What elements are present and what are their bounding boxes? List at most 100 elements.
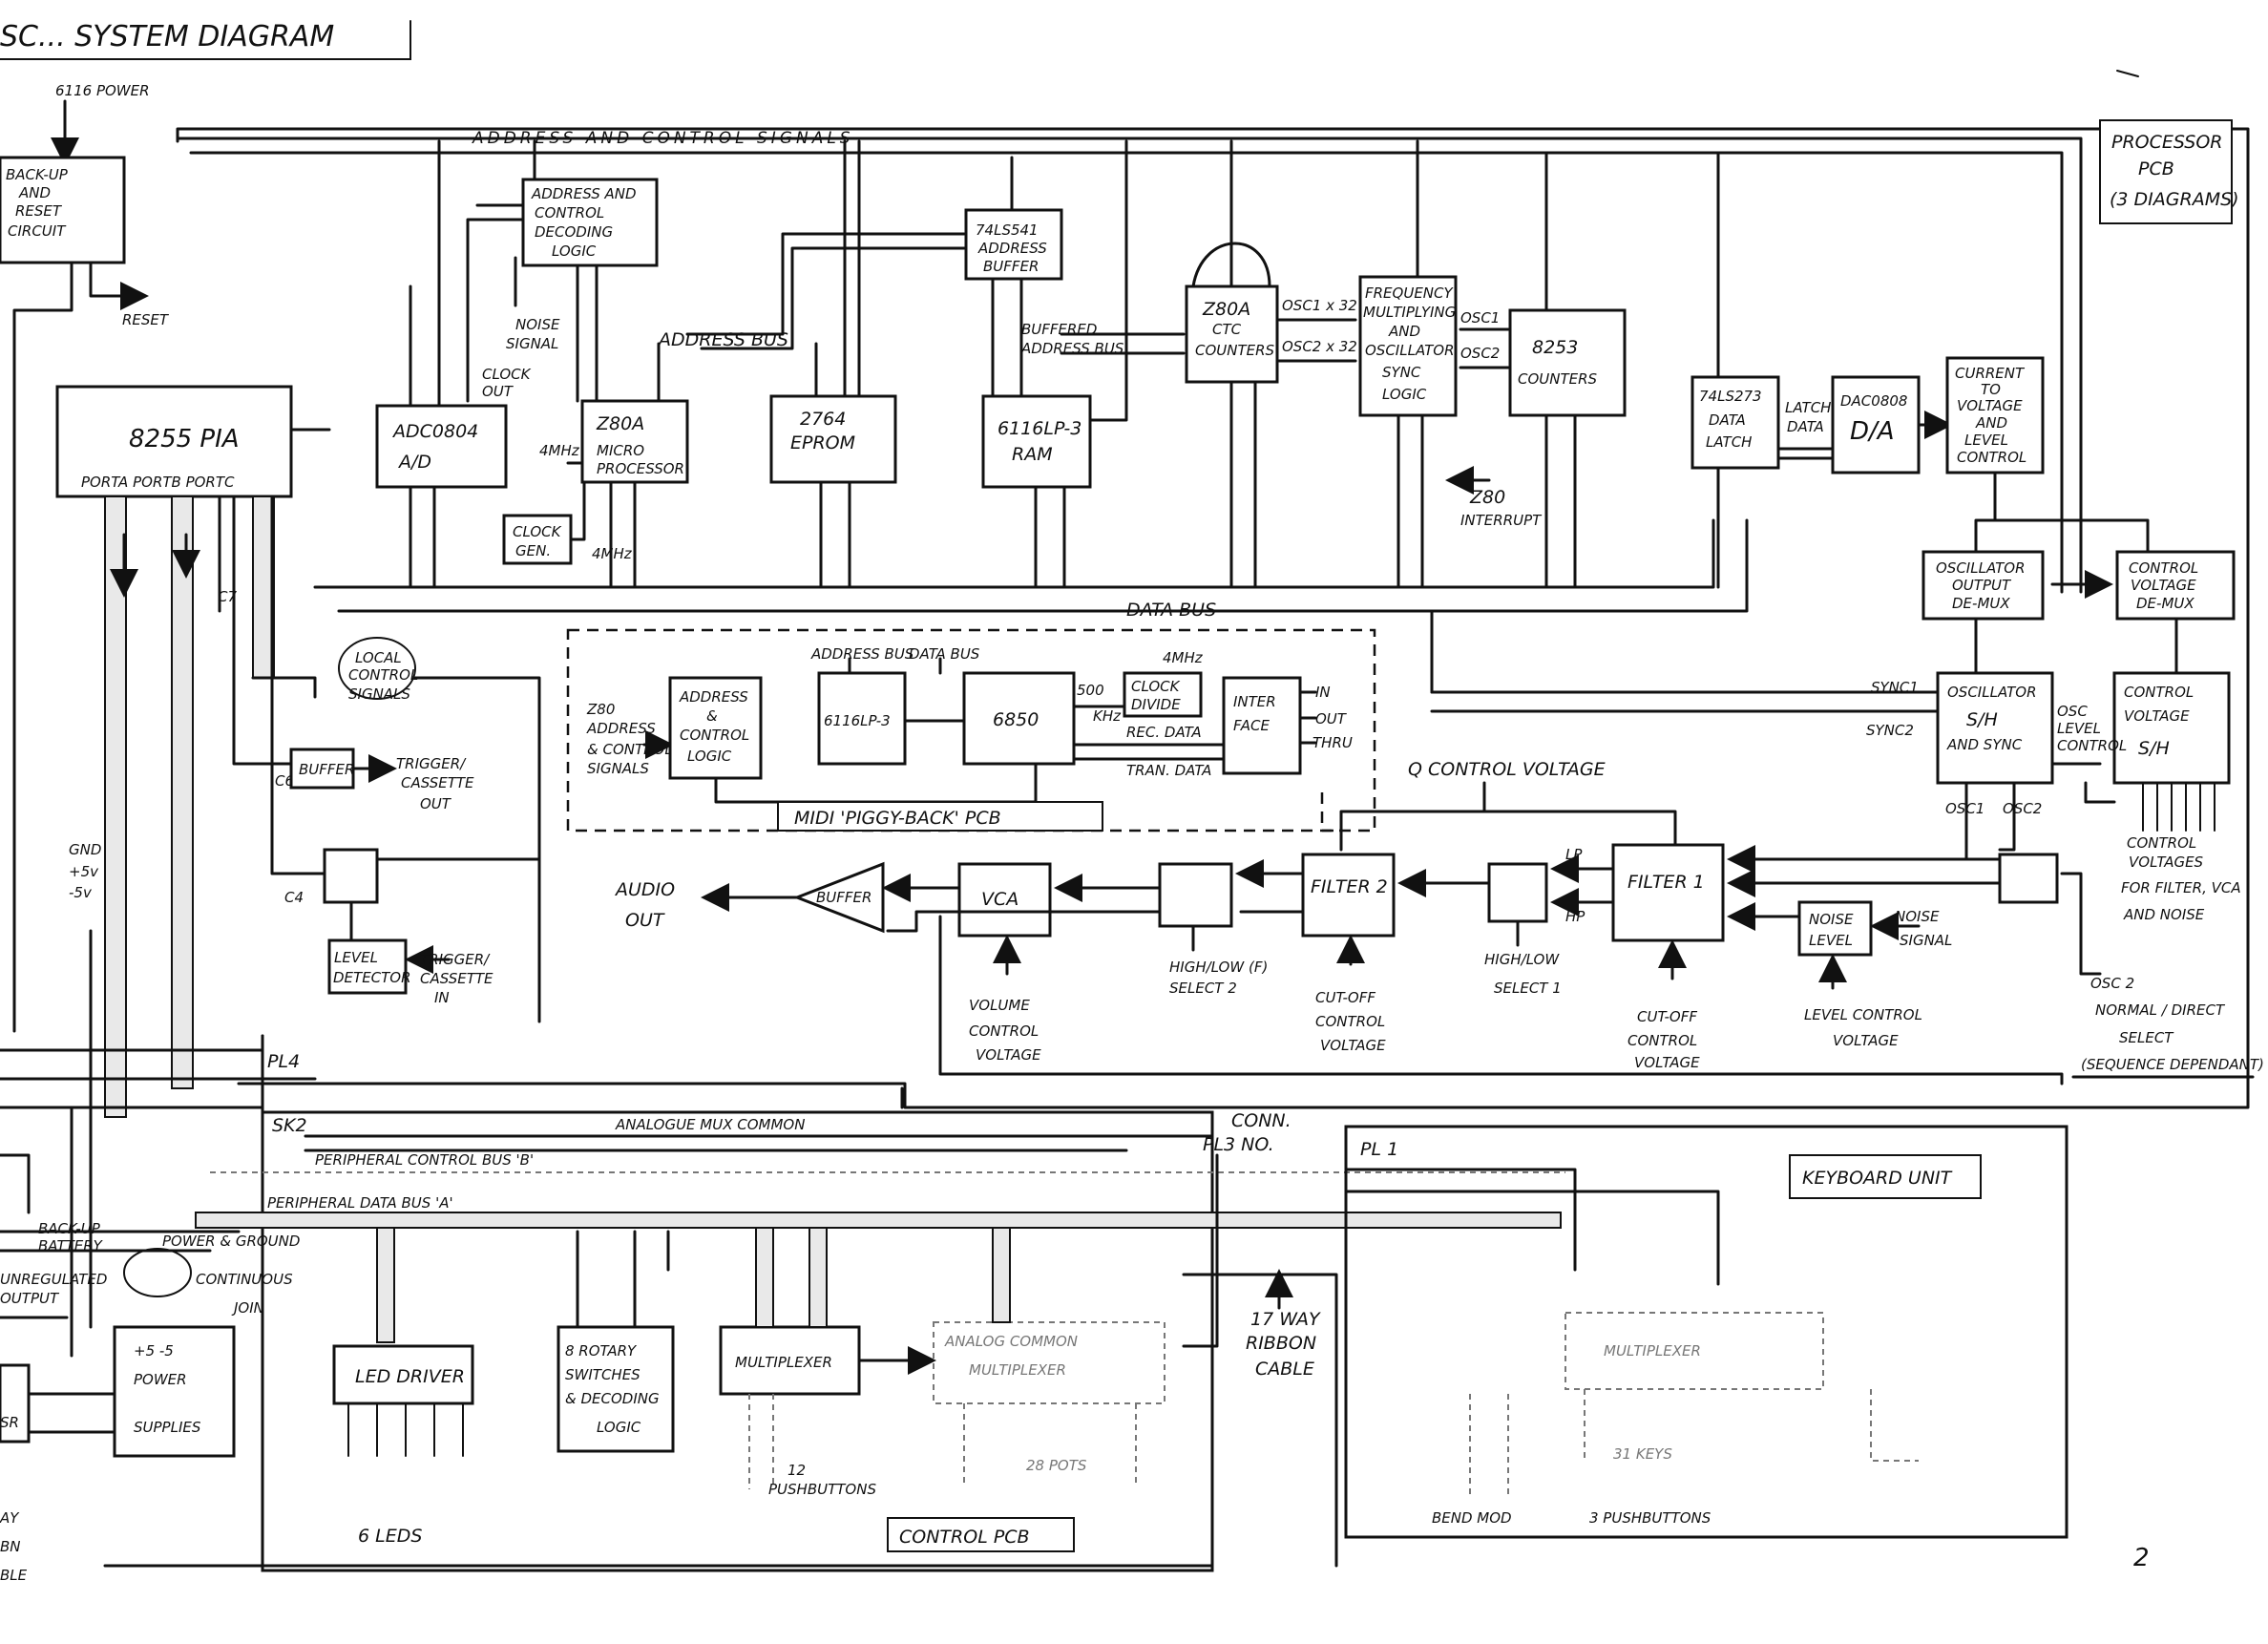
cv-sh-line3: S/H <box>2138 738 2170 759</box>
buffered-addr-lines <box>1060 332 1186 355</box>
midi-dash-tail <box>1320 792 1341 833</box>
clock-divide-block: CLOCK DIVIDE <box>1123 671 1203 718</box>
high-low-1-line1: HIGH/LOW <box>1484 951 1560 968</box>
sync2-label: SYNC2 <box>1866 722 1914 739</box>
trigger-out-line1: TRIGGER/ <box>396 755 467 772</box>
audio-out-line2: OUT <box>625 910 665 931</box>
continuous-join-line1: CONTINUOUS <box>196 1271 293 1288</box>
led-driver-label: LED DRIVER <box>355 1366 465 1387</box>
pia-8255-block: 8255 PIA PORTA PORTB PORTC <box>55 385 293 498</box>
sync-lines <box>1430 690 1940 713</box>
reset-line <box>12 261 74 1033</box>
midi-z80-line4: SIGNALS <box>587 760 649 777</box>
c6-label: C6 <box>275 772 294 790</box>
osc2-select-line4: (SEQUENCE DEPENDANT) <box>2081 1056 2264 1073</box>
buffer-ctl-label: BUFFER <box>299 761 354 778</box>
pl1-label: PL 1 <box>1360 1139 1398 1160</box>
kb-mux-block: MULTIPLEXER <box>1564 1312 1824 1390</box>
trigger-in-line3: IN <box>434 989 450 1006</box>
keyboard-unit-label: KEYBOARD UNIT <box>1802 1168 1953 1189</box>
high-low-2-line2: SELECT 2 <box>1169 980 1237 997</box>
clock-out-line2: OUT <box>482 383 514 400</box>
cv-demux-line1: CONTROL <box>2129 559 2198 577</box>
control-voltages-line1: CONTROL <box>2127 834 2196 852</box>
left-edge-line2: BN <box>0 1538 21 1555</box>
rotary-line2: SWITCHES <box>565 1366 640 1383</box>
cvl-line1: CURRENT <box>1955 365 2026 382</box>
analog-mux-block: ANALOG COMMON MULTIPLEXER <box>933 1321 1166 1404</box>
midi-pcb-label-box <box>777 801 1103 832</box>
led-bus-drop <box>376 1227 395 1343</box>
noise-level-block: NOISE LEVEL <box>1797 900 1873 957</box>
control-voltages-line2: VOLTAGES <box>2129 854 2204 871</box>
multiplexer-block: MULTIPLEXER <box>719 1325 861 1396</box>
midi-addr-line1: ADDRESS <box>679 688 748 706</box>
osc2-select-line1: OSC 2 <box>2090 975 2134 992</box>
rotary-links <box>576 1230 670 1329</box>
pushbuttons3-label: 3 PUSHBUTTONS <box>1589 1509 1712 1527</box>
dac-line2: D/A <box>1850 417 1895 446</box>
midi-6850-label: 6850 <box>993 709 1039 730</box>
latch-273-block: 74LS273 DATA LATCH <box>1690 375 1780 470</box>
backup-line2: AND <box>18 184 51 201</box>
analogue-mux-common-label: ANALOGUE MUX COMMON <box>615 1116 805 1133</box>
latch-line3: LATCH <box>1706 433 1752 451</box>
periph-data-bus <box>195 1212 1562 1229</box>
c4-switch <box>323 848 379 904</box>
z80a-block: Z80A MICRO PROCESSOR <box>580 399 689 484</box>
noise-signal-line2: SIGNAL <box>1900 932 1952 949</box>
cvl-line4: AND <box>1975 414 2007 432</box>
ram-block: 6116LP-3 RAM <box>981 394 1092 489</box>
buffer-541-block: 74LS541 ADDRESS BUFFER <box>964 208 1063 281</box>
audio-buffer-block: BUFFER <box>792 861 885 934</box>
osc-demux-line1: OSCILLATOR <box>1936 559 2026 577</box>
counters-line1: 8253 <box>1532 337 1578 358</box>
latch-line1: 74LS273 <box>1699 388 1762 405</box>
cvl-line2: TO <box>1981 381 2001 398</box>
cutoff-b-line1: CUT-OFF <box>1637 1008 1697 1025</box>
audio-buffer-label: BUFFER <box>816 889 872 906</box>
buffer541-line2: ADDRESS <box>977 240 1047 257</box>
clock-divide-line2: DIVIDE <box>1131 696 1181 713</box>
latch-data-line2: DATA <box>1787 418 1824 435</box>
pots-label: 28 POTS <box>1026 1457 1087 1474</box>
osc-level-link <box>2050 762 2116 804</box>
z80a-line1: Z80A <box>596 413 644 434</box>
high-low-1-line2: SELECT 1 <box>1494 980 1562 997</box>
decode-links <box>466 139 598 403</box>
buffer541-line3: BUFFER <box>983 258 1039 275</box>
cv-outputs <box>2142 782 2216 832</box>
eprom-line2: EPROM <box>790 432 855 453</box>
ctc-line2: CTC <box>1212 321 1242 338</box>
power-lines <box>70 929 93 1358</box>
noise-level-line1: NOISE <box>1809 911 1854 928</box>
cvl-line3: VOLTAGE <box>1957 397 2023 414</box>
current-voltage-block: CURRENT TO VOLTAGE AND LEVEL CONTROL <box>1945 356 2045 474</box>
filter2-label: FILTER 2 <box>1311 876 1388 897</box>
data-bus <box>313 518 1749 613</box>
osc-outputs <box>1964 781 2016 861</box>
midi-4mhz-label: 4MHz <box>1163 649 1204 666</box>
midi-z80-line1: Z80 <box>586 701 615 718</box>
pushbutton-lines <box>748 1394 774 1489</box>
clock-gen-block: CLOCK GEN. <box>502 514 573 565</box>
demux-down <box>1974 617 2178 675</box>
osc-sh-line1: OSCILLATOR <box>1947 684 2037 701</box>
analog-mux-line1: ANALOG COMMON <box>944 1333 1078 1350</box>
counters-8253-block: 8253 COUNTERS <box>1508 308 1627 417</box>
midi-internal-links <box>714 657 1038 804</box>
pl4-label: PL4 <box>267 1051 300 1072</box>
ctc-line3: COUNTERS <box>1195 342 1275 359</box>
filter1-block: FILTER 1 <box>1611 843 1725 942</box>
cv-demux-line2: VOLTAGE <box>2131 577 2196 594</box>
latch-line2: DATA <box>1709 411 1746 429</box>
c4-line <box>270 495 331 875</box>
vol-cv-line1: VOLUME <box>969 997 1030 1014</box>
power-supplies-line3: SUPPLIES <box>134 1419 201 1436</box>
battery-lines <box>0 1153 69 1377</box>
led-driver-block: LED DRIVER <box>332 1344 474 1405</box>
dac-block: DAC0808 D/A <box>1831 375 1921 474</box>
minus5-label: -5v <box>69 884 93 901</box>
kb-mux-label: MULTIPLEXER <box>1604 1342 1701 1359</box>
